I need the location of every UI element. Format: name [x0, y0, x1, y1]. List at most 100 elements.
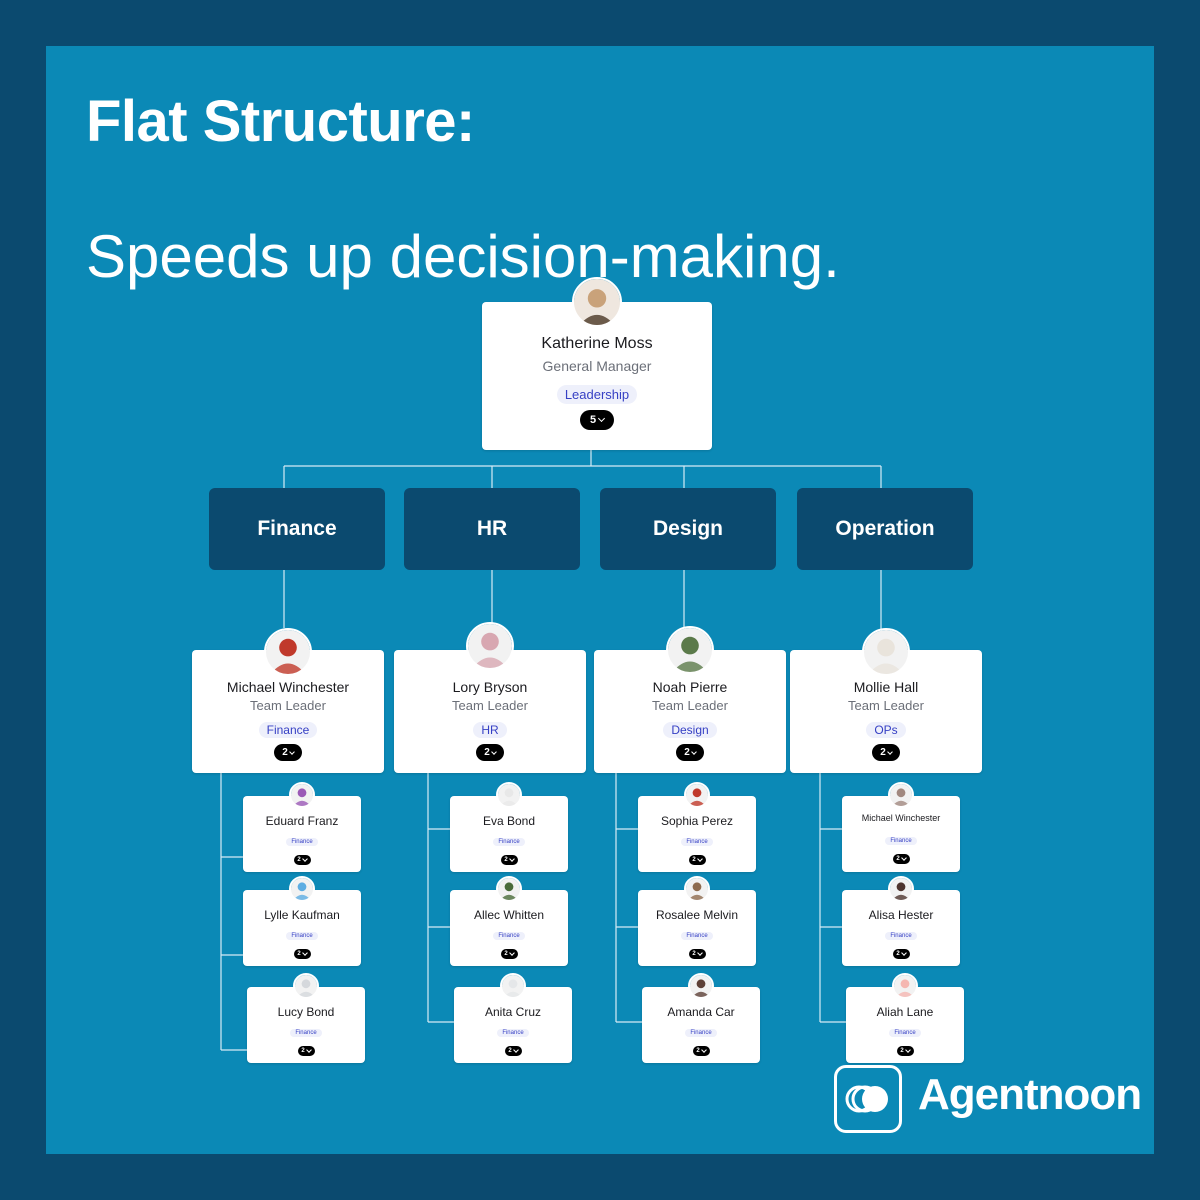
department-label: Design: [652, 517, 723, 540]
member-count: 2: [692, 951, 696, 957]
member-avatar: [688, 973, 714, 999]
leader-role: Team Leader: [452, 698, 528, 713]
department-1[interactable]: HR: [404, 488, 580, 570]
leader-name: Michael Winchester: [226, 679, 350, 695]
department-label: Finance: [257, 517, 337, 540]
member-tag: Finance: [685, 1029, 717, 1037]
member-count-button[interactable]: 2: [688, 855, 706, 865]
member-count-button[interactable]: 2: [297, 1046, 315, 1056]
chevron-down-icon: [886, 748, 893, 755]
chevron-down-icon: [900, 855, 907, 861]
member-name: Allec Whitten: [473, 908, 545, 922]
leader-name: Noah Pierre: [652, 679, 728, 695]
department-0[interactable]: Finance: [209, 488, 385, 570]
member-name: Alisa Hester: [868, 908, 934, 922]
leader-role: Team Leader: [250, 698, 326, 713]
leader-count-button[interactable]: 2: [274, 744, 302, 761]
leader-count-button[interactable]: 2: [676, 744, 704, 761]
leader-count: 2: [484, 747, 490, 758]
leader-avatar: [264, 628, 312, 676]
member-avatar: [684, 876, 710, 902]
member-tag: Finance: [889, 1029, 921, 1037]
member-count-button[interactable]: 2: [293, 949, 311, 959]
member-tag: Finance: [885, 932, 917, 940]
member-avatar: [289, 782, 315, 808]
member-count-button[interactable]: 2: [500, 949, 518, 959]
department-label: Operation: [835, 517, 935, 540]
member-count: 2: [297, 857, 301, 863]
member-tag: Finance: [286, 932, 318, 940]
root-count: 5: [589, 414, 597, 426]
leader-count: 2: [684, 747, 690, 758]
member-tag: Finance: [290, 1029, 322, 1037]
chevron-down-icon: [301, 950, 308, 956]
department-2[interactable]: Design: [600, 488, 776, 570]
member-tag: Finance: [681, 932, 713, 940]
chevron-down-icon: [305, 1047, 312, 1053]
member-count: 2: [896, 951, 900, 957]
root-count-button[interactable]: 5: [580, 410, 614, 430]
chevron-down-icon: [700, 1047, 707, 1053]
member-tag: Finance: [885, 837, 917, 845]
member-name: Anita Cruz: [484, 1005, 542, 1019]
leader-tag: Design: [663, 722, 717, 738]
root-name: Katherine Moss: [541, 335, 653, 352]
member-avatar: [500, 973, 526, 999]
member-count: 2: [896, 856, 900, 862]
member-count: 2: [297, 951, 301, 957]
leader-count-button[interactable]: 2: [872, 744, 900, 761]
member-count-button[interactable]: 2: [692, 1046, 710, 1056]
member-avatar: [289, 876, 315, 902]
member-count-button[interactable]: 2: [896, 1046, 914, 1056]
page-title: Flat Structure:: [86, 89, 475, 154]
member-name: Lucy Bond: [277, 1005, 335, 1019]
member-tag: Finance: [493, 932, 525, 940]
leader-name: Lory Bryson: [452, 679, 528, 695]
background-panel: [46, 46, 1154, 1154]
member-avatar: [293, 973, 319, 999]
member-avatar: [496, 876, 522, 902]
member-tag: Finance: [681, 838, 713, 846]
leader-avatar: [862, 628, 910, 676]
chevron-down-icon: [696, 856, 703, 862]
member-count: 2: [508, 1048, 512, 1054]
member-count: 2: [504, 857, 508, 863]
member-count-button[interactable]: 2: [500, 855, 518, 865]
chevron-down-icon: [696, 950, 703, 956]
member-count-button[interactable]: 2: [293, 855, 311, 865]
member-name: Amanda Car: [667, 1005, 735, 1019]
member-avatar: [888, 782, 914, 808]
root-avatar: [572, 277, 622, 327]
department-3[interactable]: Operation: [797, 488, 973, 570]
chevron-down-icon: [512, 1047, 519, 1053]
chevron-down-icon: [490, 748, 497, 755]
brand-name: Agentnoon: [918, 1070, 1142, 1119]
member-count-button[interactable]: 2: [892, 949, 910, 959]
member-avatar: [888, 876, 914, 902]
leader-tag: Finance: [258, 722, 318, 738]
member-count: 2: [696, 1048, 700, 1054]
member-count: 2: [301, 1048, 305, 1054]
member-count-button[interactable]: 2: [892, 854, 910, 864]
member-count: 2: [900, 1048, 904, 1054]
member-count-button[interactable]: 2: [504, 1046, 522, 1056]
member-count-button[interactable]: 2: [688, 949, 706, 959]
leader-count-button[interactable]: 2: [476, 744, 504, 761]
member-tag: Finance: [493, 838, 525, 846]
chevron-down-icon: [900, 950, 907, 956]
